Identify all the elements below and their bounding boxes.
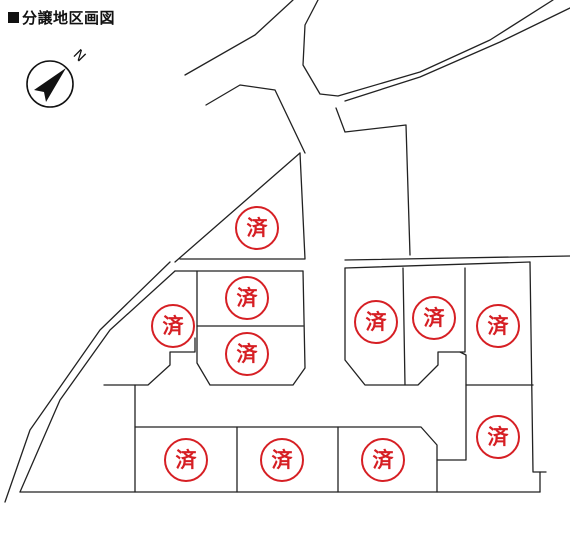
lot-4-sold-stamp: 済 [225, 332, 269, 376]
north-arrow-icon: N [26, 47, 89, 108]
lot-1-sold-stamp: 済 [235, 206, 279, 250]
lot-10-sold-stamp: 済 [260, 438, 304, 482]
svg-text:済: 済 [247, 216, 269, 240]
svg-text:済: 済 [488, 314, 510, 338]
svg-text:済: 済 [237, 286, 259, 310]
svg-text:済: 済 [488, 425, 510, 449]
north-label: N [70, 47, 89, 66]
lot-9-sold-stamp: 済 [164, 438, 208, 482]
lot-8-sold-stamp: 済 [476, 415, 520, 459]
svg-text:済: 済 [272, 448, 294, 472]
lot-7-sold-stamp: 済 [476, 304, 520, 348]
svg-text:済: 済 [373, 448, 395, 472]
svg-text:済: 済 [366, 310, 388, 334]
title-square-icon [8, 11, 19, 23]
map-title-text: 分譲地区画図 [22, 8, 116, 27]
lot-3-sold-stamp: 済 [151, 304, 195, 348]
lot-boundaries [4, 0, 570, 503]
svg-text:済: 済 [176, 448, 198, 472]
svg-text:済: 済 [237, 342, 259, 366]
map-title: 分譲地区画図 [8, 7, 115, 27]
lot-5-sold-stamp: 済 [354, 300, 398, 344]
lot-11-sold-stamp: 済 [361, 438, 405, 482]
lot-2-sold-stamp: 済 [225, 276, 269, 320]
svg-text:済: 済 [163, 314, 185, 338]
svg-text:済: 済 [424, 306, 446, 330]
lot-6-sold-stamp: 済 [412, 296, 456, 340]
